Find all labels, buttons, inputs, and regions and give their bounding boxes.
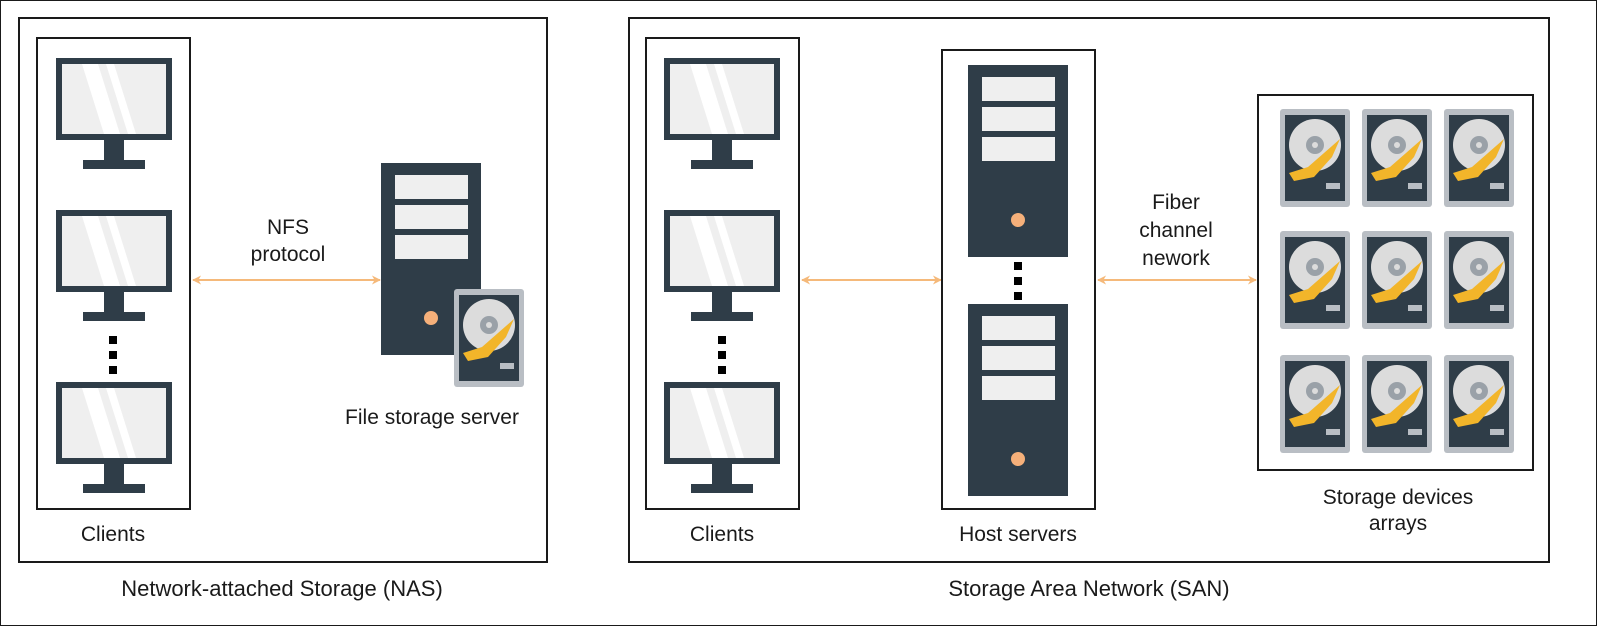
storage-arrays-label-line2: arrays xyxy=(1369,512,1427,535)
server-tower-icon xyxy=(968,65,1068,257)
nas-clients-label: Clients xyxy=(81,523,145,546)
monitor-icon xyxy=(664,210,780,321)
monitor-icon xyxy=(56,210,172,321)
file-storage-server-label: File storage server xyxy=(345,406,519,429)
server-tower-icon xyxy=(968,304,1068,496)
ellipsis-dots xyxy=(1014,262,1022,300)
host-servers-label: Host servers xyxy=(959,523,1077,546)
san-clients-label: Clients xyxy=(690,523,754,546)
hard-disk-icon xyxy=(1444,109,1514,207)
hard-disk-icon xyxy=(1362,231,1432,329)
fiber-channel-label-line1: Fiber xyxy=(1152,191,1200,214)
hard-disk-icon xyxy=(1444,355,1514,453)
storage-arrays-label-line1: Storage devices xyxy=(1323,486,1474,509)
hard-disk-icon xyxy=(454,289,524,387)
san-clients-box xyxy=(645,37,800,510)
hard-disk-icon xyxy=(1280,231,1350,329)
ellipsis-dots xyxy=(718,336,726,374)
nas-section: Clients NFS protocol File storage server xyxy=(18,17,548,563)
san-clients-group: Clients xyxy=(645,37,800,546)
monitor-icon xyxy=(664,382,780,493)
san-container xyxy=(628,17,1550,563)
san-section: Clients Host servers Fiber channel newor… xyxy=(628,17,1550,563)
hard-disk-icon xyxy=(1362,355,1432,453)
host-servers-group: Host servers xyxy=(941,49,1096,546)
file-storage-server xyxy=(381,163,524,387)
nas-clients-box xyxy=(36,37,191,510)
nas-protocol-label-line1: NFS xyxy=(267,216,309,239)
nas-caption: Network-attached Storage (NAS) xyxy=(121,576,443,601)
nas-protocol-label-line2: protocol xyxy=(251,243,326,266)
monitor-icon xyxy=(56,58,172,169)
fiber-channel-label-line2: channel xyxy=(1139,219,1213,242)
hard-disk-icon xyxy=(1444,231,1514,329)
storage-arrays-box xyxy=(1257,94,1534,471)
storage-arrays-group xyxy=(1257,94,1534,471)
hard-disk-icon xyxy=(1280,109,1350,207)
host-servers-box xyxy=(941,49,1096,510)
nas-clients-group: Clients xyxy=(36,37,191,546)
fiber-channel-label-line3: nework xyxy=(1142,247,1210,270)
monitor-icon xyxy=(56,382,172,493)
nas-container xyxy=(18,17,548,563)
san-caption: Storage Area Network (SAN) xyxy=(948,576,1229,601)
hard-disk-icon xyxy=(1362,109,1432,207)
ellipsis-dots xyxy=(109,336,117,374)
hard-disk-icon xyxy=(1280,355,1350,453)
monitor-icon xyxy=(664,58,780,169)
